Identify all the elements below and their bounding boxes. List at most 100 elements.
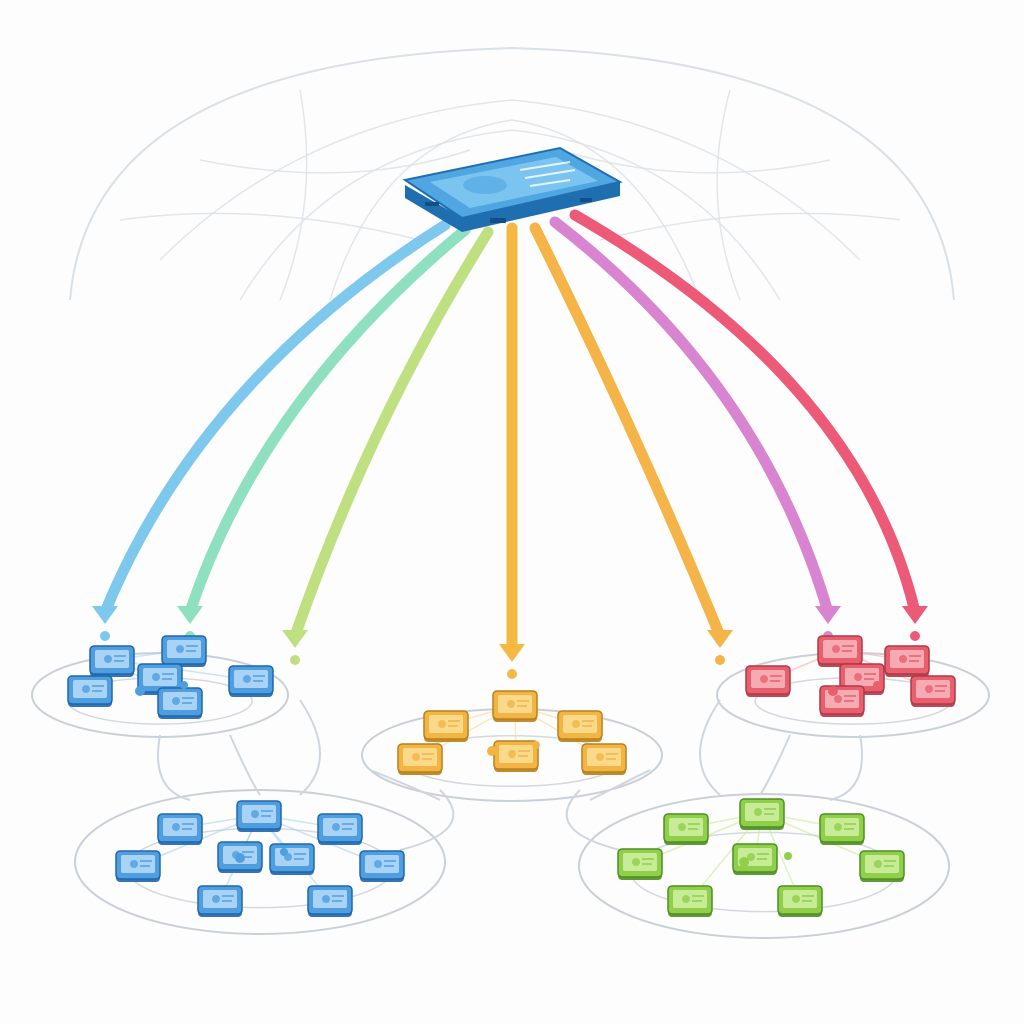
arrow-endpoint-dot (910, 631, 920, 641)
world-globe-icon (69, 46, 955, 301)
arrow-orange (529, 222, 726, 642)
network-link (699, 699, 721, 796)
device-icon (269, 843, 315, 875)
network-link (299, 699, 321, 796)
device-icon (745, 665, 791, 697)
device-icon (581, 743, 627, 775)
globe-line (199, 149, 471, 174)
device-icon (910, 675, 956, 707)
device-icon (739, 798, 785, 830)
device-icon (819, 813, 865, 845)
hub-port (425, 202, 439, 206)
globe-outline (69, 46, 955, 301)
device-icon (663, 813, 709, 845)
device-icon (236, 800, 282, 832)
arrowhead-amber (499, 644, 525, 662)
device-icon (557, 710, 603, 742)
arrow-blue (99, 219, 451, 618)
cluster-top-left (67, 635, 274, 719)
device-icon (137, 663, 183, 695)
network-link (565, 789, 621, 851)
network-link (157, 734, 191, 801)
arrow-endpoint-dot (507, 669, 517, 679)
hub-port (580, 198, 592, 202)
globe-line (279, 89, 308, 301)
device-icon (157, 687, 203, 719)
device-icon (317, 813, 363, 845)
globe-line (329, 119, 513, 301)
arrowhead-red (902, 606, 928, 624)
network-link (759, 734, 791, 796)
arrowhead-orange (707, 630, 733, 648)
arrowhead-blue (92, 606, 118, 624)
device-icon (493, 740, 539, 772)
device-icon (423, 710, 469, 742)
device-icon (67, 675, 113, 707)
globe-line (159, 99, 861, 261)
device-icon (307, 885, 353, 917)
device-icon (732, 843, 778, 875)
node-dot (739, 857, 749, 867)
device-icon (115, 850, 161, 882)
distribution-arrows (92, 209, 928, 679)
device-icon (157, 813, 203, 845)
node-dot (180, 681, 188, 689)
arrow-endpoint-dot (100, 631, 110, 641)
cluster-top-right (745, 635, 956, 717)
node-dot (532, 741, 540, 749)
globe-line (511, 119, 701, 301)
arrowhead-magenta (815, 606, 841, 624)
cluster-ring (578, 793, 950, 939)
globe-line (599, 212, 901, 241)
device-icon (492, 690, 538, 722)
globe-line (716, 89, 741, 301)
arrow-endpoint-dot (290, 655, 300, 665)
node-dot (135, 686, 145, 696)
arrowhead-lime (282, 630, 308, 648)
cluster-bottom-left (115, 800, 405, 917)
device-icon (197, 885, 243, 917)
network-link (829, 734, 863, 801)
network-link (399, 789, 455, 851)
device-icon (359, 850, 405, 882)
device-icon (228, 665, 274, 697)
device-icon (839, 663, 885, 695)
cluster-top-center (397, 690, 627, 775)
device-icon (397, 743, 443, 775)
network-link (369, 769, 441, 801)
cluster-bottom-right (617, 798, 905, 917)
node-dot (873, 681, 881, 689)
device-icon (817, 635, 863, 667)
device-icon (89, 645, 135, 677)
device-icon (667, 885, 713, 917)
network-link (229, 734, 261, 796)
arrow-teal (184, 224, 471, 618)
device-icon (884, 645, 930, 677)
arrowhead-teal (177, 606, 203, 624)
device-clusters (67, 635, 956, 917)
node-dot (828, 686, 838, 696)
arrow-magenta (549, 216, 834, 618)
device-icon (617, 848, 663, 880)
device-icon (859, 850, 905, 882)
node-dot (487, 746, 497, 756)
arrow-red (569, 209, 921, 618)
hub-port (490, 218, 506, 223)
arrow-lime (289, 226, 494, 642)
arrow-endpoint-dot (715, 655, 725, 665)
server-tablet-icon (402, 146, 623, 232)
cluster-ring (74, 789, 446, 935)
globe-line (559, 149, 831, 174)
node-dot (280, 848, 288, 856)
device-icon (777, 885, 823, 917)
hub-screen (430, 157, 598, 208)
device-icon (819, 685, 865, 717)
node-dot (235, 853, 245, 863)
network-link (589, 769, 651, 801)
hub-screen-graphic (463, 176, 507, 194)
node-dot (784, 852, 792, 860)
device-icon (161, 635, 207, 667)
globe-line (119, 212, 421, 241)
